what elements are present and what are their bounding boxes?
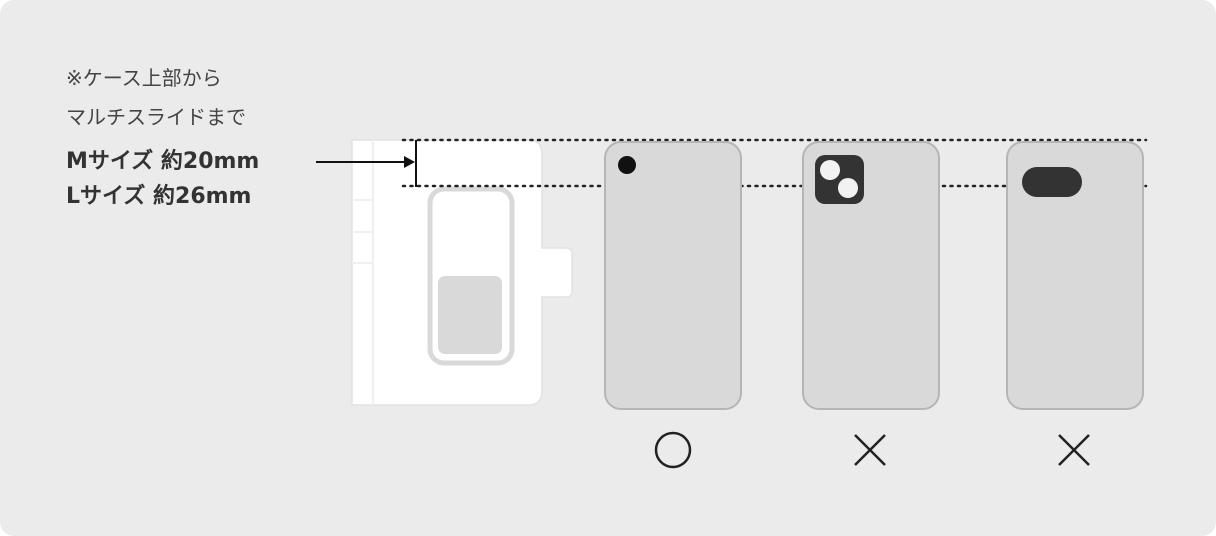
phone-3 xyxy=(1006,141,1144,410)
single-dot-camera-icon xyxy=(618,156,636,174)
phone-2 xyxy=(802,141,940,410)
l-size-label: Lサイズ 約26mm xyxy=(66,184,252,209)
multi-slide xyxy=(438,276,502,354)
verdict-marks xyxy=(654,431,1090,469)
incompatible-cross-icon xyxy=(854,434,886,466)
incompatible-cross-icon xyxy=(1058,434,1090,466)
note-line-2: マルチスライドまで xyxy=(66,105,246,129)
note-line-1: ※ケース上部から xyxy=(66,66,222,90)
case-illustration xyxy=(351,139,573,406)
measurement-arrow xyxy=(316,140,417,187)
square-dual-camera-icon xyxy=(815,155,864,204)
compatible-circle-icon xyxy=(654,431,692,469)
phone-1 xyxy=(604,141,742,410)
pill-camera-icon xyxy=(1022,167,1082,197)
m-size-label: Mサイズ 約20mm xyxy=(66,149,260,174)
